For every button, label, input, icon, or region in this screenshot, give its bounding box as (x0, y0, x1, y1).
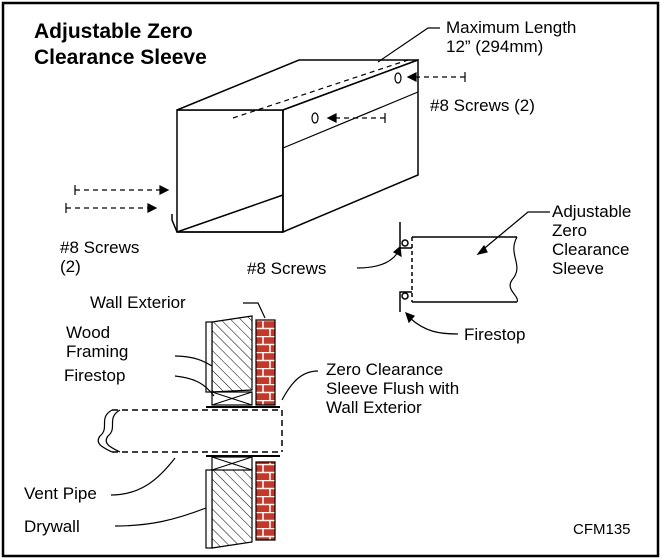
max-length-seam (232, 59, 409, 119)
label-adj-3: Clearance (552, 240, 630, 259)
title-line-1: Adjustable Zero (34, 20, 193, 43)
diagram-code: CFM135 (573, 521, 631, 538)
label-screws-top: #8 Screws (2) (430, 96, 535, 115)
label-adj-2: Zero (552, 221, 587, 240)
title-line-2: Clearance Sleeve (34, 46, 207, 69)
label-wall-exterior: Wall Exterior (90, 293, 186, 312)
leader-max-length (377, 27, 440, 63)
detail-leaders (356, 211, 550, 335)
label-adj-4: Sleeve (552, 259, 604, 278)
label-max-length-2: 12” (294mm) (446, 37, 544, 56)
sleeve-box (171, 58, 419, 234)
label-screws-detail: #8 Screws (247, 259, 327, 278)
label-wood-1: Wood (66, 323, 111, 342)
label-screws-left-1: #8 Screws (60, 238, 140, 257)
label-zc-1: Zero Clearance (326, 360, 444, 379)
label-vent-pipe: Vent Pipe (24, 484, 97, 503)
label-adj-1: Adjustable (552, 202, 632, 221)
screw-hole-2 (311, 112, 319, 124)
screw-arrows-top (326, 72, 466, 123)
label-firestop-detail: Firestop (464, 325, 526, 344)
label-zc-3: Wall Exterior (326, 398, 422, 417)
label-wood-2: Framing (66, 342, 129, 361)
screw-arrows-left (65, 185, 170, 213)
screw-hole-1 (394, 72, 402, 84)
label-drywall: Drywall (24, 517, 80, 536)
label-screws-left-2: (2) (60, 257, 81, 276)
label-zc-2: Sleeve Flush with (326, 379, 460, 398)
wall-section (97, 315, 283, 549)
section-leaders (110, 302, 319, 527)
label-firestop-section: Firestop (64, 366, 126, 385)
label-max-length-1: Maximum Length (446, 18, 577, 37)
